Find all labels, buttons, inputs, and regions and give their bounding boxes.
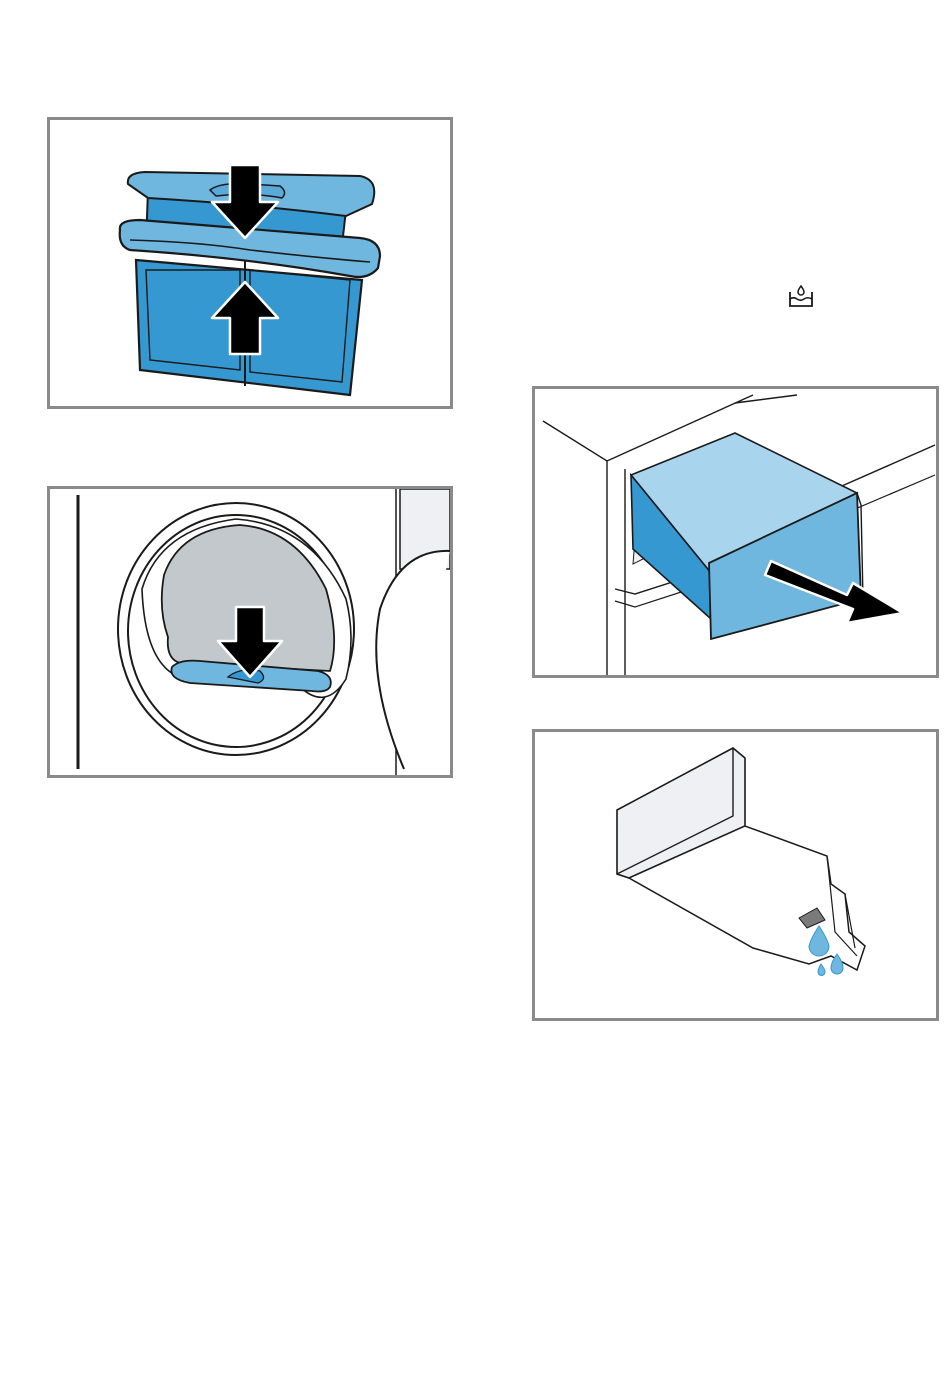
draining-container-icon: [535, 732, 936, 1018]
drawer-underside-illustration: [532, 729, 939, 1021]
door-filter-icon: [50, 489, 450, 775]
water-drawer-illustration: [532, 386, 939, 678]
filter-assembly-illustration: [47, 117, 453, 409]
pull-out-container-icon: [535, 389, 936, 675]
water-tank-symbol-icon: [786, 284, 816, 310]
door-filter-illustration: [47, 486, 453, 778]
fluff-filter-icon: [50, 120, 450, 406]
